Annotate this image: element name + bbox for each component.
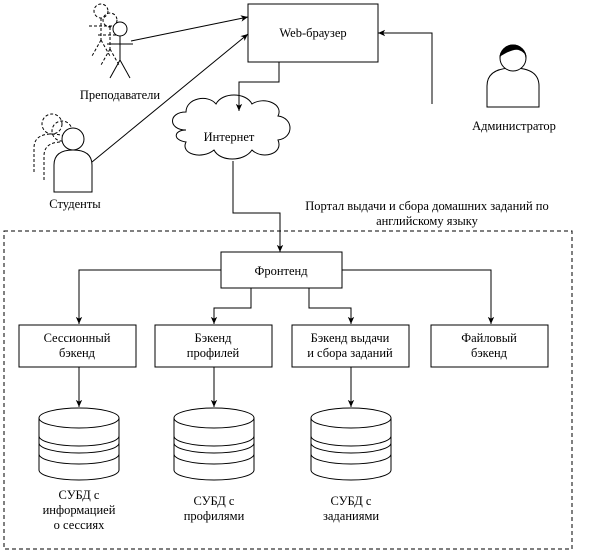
students-to-browser-arrow bbox=[91, 33, 249, 163]
profile-backend-label-line1: Бэкенд bbox=[195, 331, 233, 345]
assignments-db-label-line2: заданиями bbox=[323, 509, 379, 523]
files-backend-box bbox=[430, 324, 549, 368]
portal-label-line2: английскому языку bbox=[376, 214, 479, 228]
internet-cloud bbox=[172, 94, 291, 160]
teachers-to-browser-arrow bbox=[130, 15, 249, 42]
assignments-backend-box bbox=[291, 324, 410, 368]
assignments-backend-label-line2: и сбора заданий bbox=[307, 346, 393, 360]
administrator-label: Администратор bbox=[472, 119, 556, 133]
internet-to-frontend-arrow bbox=[232, 161, 284, 252]
session-db-icon bbox=[38, 407, 120, 481]
admin-to-browser-arrow bbox=[378, 29, 433, 104]
frontend-to-files-arrow bbox=[342, 269, 495, 324]
administrator-icon bbox=[486, 44, 540, 108]
teachers-label: Преподаватели bbox=[80, 88, 161, 102]
session-db-label-line3: о сессиях bbox=[54, 518, 105, 532]
browser-to-internet-arrow bbox=[235, 62, 280, 111]
session-db-label-line2: информацией bbox=[43, 503, 116, 517]
files-backend-label-line2: бэкенд bbox=[471, 346, 508, 360]
students-icon bbox=[33, 113, 93, 193]
frontend-to-profile-arrow bbox=[210, 288, 252, 324]
profile-db-icon bbox=[173, 407, 255, 481]
assignments-db-label-line1: СУБД с bbox=[331, 494, 372, 508]
session-backend-box bbox=[18, 324, 137, 368]
assignments-backend-label-line1: Бэкенд выдачи bbox=[311, 331, 390, 345]
assignments-db-icon bbox=[310, 407, 392, 481]
profile-db-label-line2: профилями bbox=[184, 509, 245, 523]
session-backend-label-line2: бэкенд bbox=[59, 346, 96, 360]
web-browser-box bbox=[247, 3, 379, 63]
profile-backend-box bbox=[154, 324, 273, 368]
teachers-icon bbox=[89, 3, 133, 79]
web-browser-label: Web-браузер bbox=[279, 26, 346, 40]
portal-label-line1: Портал выдачи и сбора домашних заданий п… bbox=[305, 199, 549, 213]
portal-boundary bbox=[3, 230, 573, 550]
internet-label: Интернет bbox=[204, 130, 255, 144]
profile-backend-label-line2: профилей bbox=[187, 346, 240, 360]
frontend-to-assignments-arrow bbox=[308, 288, 355, 324]
frontend-to-session-arrow bbox=[75, 269, 221, 324]
students-label: Студенты bbox=[49, 197, 101, 211]
files-backend-label-line1: Файловый bbox=[461, 331, 517, 345]
frontend-label: Фронтенд bbox=[254, 264, 308, 278]
session-backend-label-line1: Сессионный bbox=[44, 331, 111, 345]
profile-db-label-line1: СУБД с bbox=[194, 494, 235, 508]
session-db-label-line1: СУБД с bbox=[59, 488, 100, 502]
